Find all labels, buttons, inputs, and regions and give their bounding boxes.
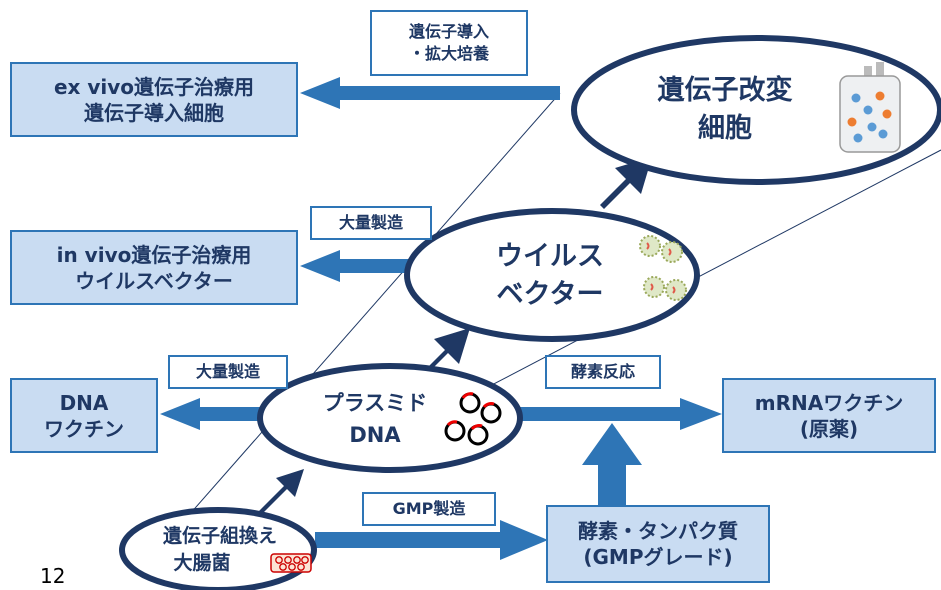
mass-production-dna-text: 大量製造	[195, 362, 260, 381]
transduction-line1: 遺伝子導入	[408, 22, 489, 41]
gmp-production-text: GMP製造	[392, 499, 466, 518]
arrow-virus-to-cell	[600, 157, 652, 209]
arrow-to-mrna-vaccine	[510, 398, 722, 430]
plasmid-line2: DNA	[349, 423, 401, 447]
arrow-to-exvivo	[300, 77, 560, 109]
ecoli-line1: 遺伝子組換え	[162, 525, 277, 547]
ecoli-label: 遺伝子組換え 大腸菌	[140, 522, 300, 578]
ecoli-ellipse	[119, 507, 317, 590]
invivo-output-box: in vivo遺伝子治療用 ウイルスベクター	[10, 230, 298, 305]
plasmid-line1: プラスミド	[322, 391, 428, 415]
page-number: 12	[40, 564, 66, 588]
enzyme-reaction-label: 酵素反応	[545, 355, 661, 389]
guide-line-left	[159, 92, 561, 549]
virus-particle-icon	[643, 276, 687, 301]
plasmid-ellipse	[257, 363, 523, 473]
mrna-vaccine-output-box: mRNAワクチン (原薬)	[722, 378, 936, 453]
transduction-line2: ・拡大培養	[408, 44, 489, 63]
plasmid-icon	[444, 392, 502, 446]
dna-vaccine-output-box: DNA ワクチン	[10, 378, 158, 453]
plasmid-label: プラスミド DNA	[300, 386, 450, 452]
modified-cell-line1: 遺伝子改変	[657, 75, 793, 106]
virus-vector-line2: ベクター	[496, 279, 604, 310]
dna-vaccine-line2: ワクチン	[44, 416, 124, 441]
modified-cell-label: 遺伝子改変 細胞	[620, 70, 830, 150]
virus-vector-line1: ウイルス	[496, 241, 604, 272]
invivo-line1: in vivo遺伝子治療用	[56, 242, 252, 267]
virus-vector-ellipse	[404, 208, 700, 342]
mass-production-dna-label: 大量製造	[168, 355, 288, 389]
ecoli-line2: 大腸菌	[173, 552, 231, 574]
exvivo-line1: ex vivo遺伝子治療用	[53, 74, 255, 99]
exvivo-line2: 遺伝子導入細胞	[84, 100, 224, 125]
mrna-vaccine-line2: (原薬)	[799, 416, 859, 441]
mass-production-virus-text: 大量製造	[338, 213, 403, 232]
modified-cell-line2: 細胞	[698, 113, 752, 144]
virus-particle-icon	[639, 235, 683, 263]
transduction-label: 遺伝子導入 ・拡大培養	[370, 10, 528, 76]
dna-vaccine-line1: DNA	[59, 390, 109, 415]
mass-production-virus-label: 大量製造	[310, 206, 432, 240]
enzyme-line1: 酵素・タンパク質	[578, 519, 738, 543]
arrow-to-invivo	[300, 250, 410, 282]
bacteria-icon	[270, 553, 312, 573]
gmp-production-label: GMP製造	[362, 492, 496, 526]
exvivo-output-box: ex vivo遺伝子治療用 遺伝子導入細胞	[10, 62, 298, 137]
arrow-to-dna-vaccine	[160, 398, 270, 430]
mrna-vaccine-line1: mRNAワクチン	[754, 390, 904, 415]
arrow-ecoli-to-plasmid	[257, 469, 304, 516]
invivo-line2: ウイルスベクター	[75, 268, 233, 293]
arrow-to-enzyme	[315, 520, 548, 560]
enzyme-reaction-text: 酵素反応	[570, 362, 635, 381]
virus-vector-label: ウイルス ベクター	[455, 236, 645, 316]
culture-bag-icon	[839, 62, 901, 153]
enzyme-output-box: 酵素・タンパク質 (GMPグレード)	[546, 505, 770, 583]
enzyme-line2: (GMPグレード)	[583, 545, 733, 569]
arrow-enzyme-to-mrna	[582, 423, 642, 505]
